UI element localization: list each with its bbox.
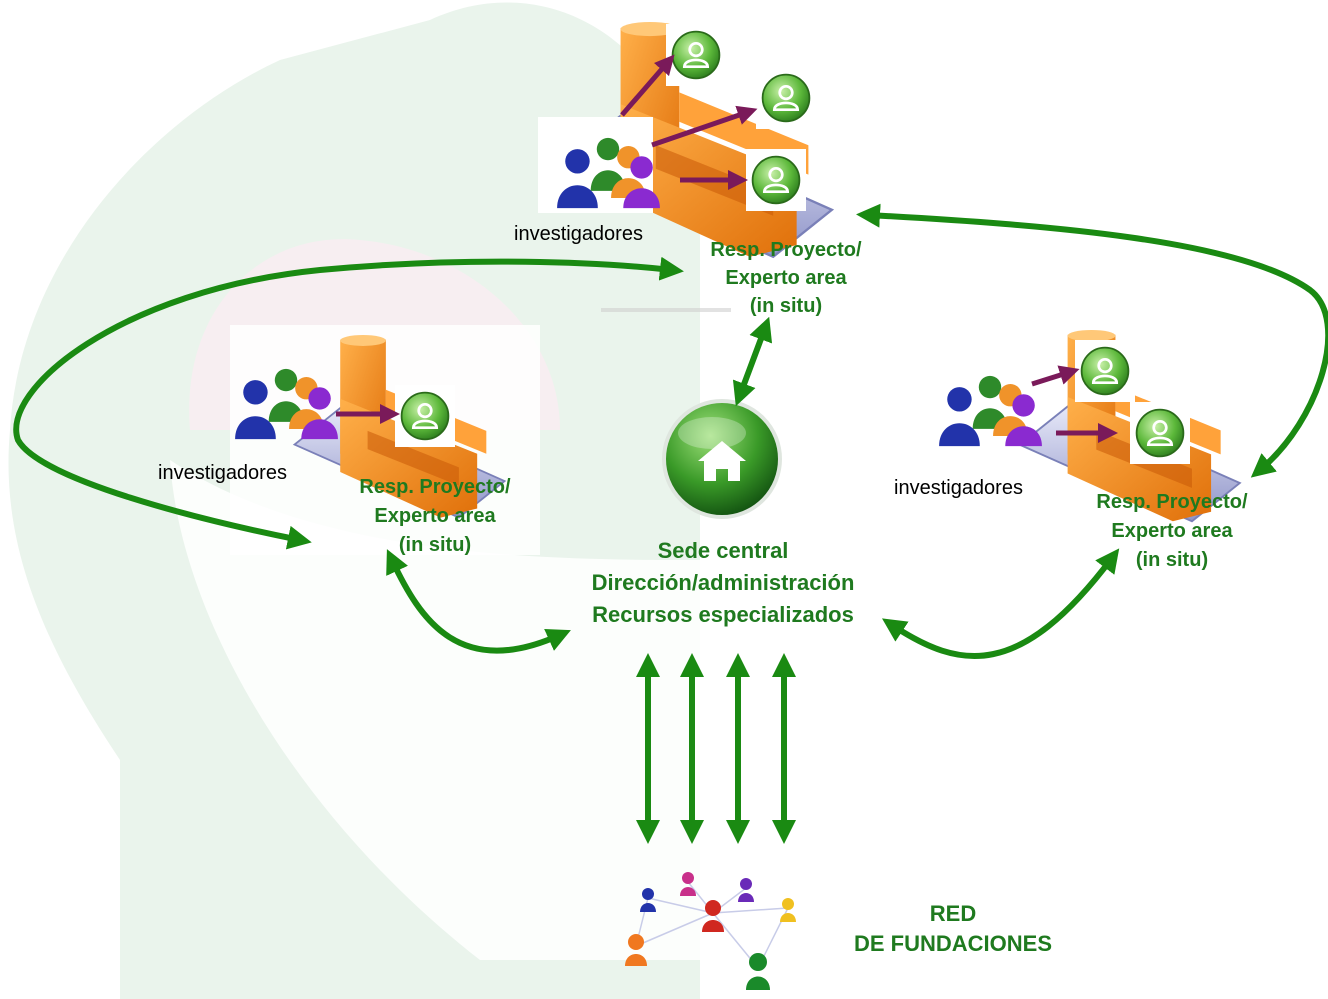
researchers-label: investigadores xyxy=(894,477,1023,499)
user-icon xyxy=(751,155,801,205)
home-icon xyxy=(662,399,782,519)
researchers-icon xyxy=(939,375,1042,447)
responsable-label-line1: Resp. Proyecto/ xyxy=(359,476,511,498)
site-left: investigadores Resp. Proyecto/ Experto a… xyxy=(158,325,550,565)
site-top: investigadores Resp. Proyecto/ Experto a… xyxy=(486,12,866,322)
responsable-label-line1: Resp. Proyecto/ xyxy=(1096,491,1248,513)
user-badge xyxy=(1130,402,1190,464)
responsable-label-line3: (in situ) xyxy=(749,295,823,317)
network-label-line2: DE FUNDACIONES xyxy=(853,931,1052,956)
user-icon xyxy=(671,30,721,80)
hq-label-line3: Recursos especializados xyxy=(592,602,854,627)
hq-label-line1: Sede central xyxy=(657,538,789,563)
user-icon xyxy=(1135,408,1185,458)
responsable-label-line2: Experto area xyxy=(1111,520,1233,542)
responsable-label-line3: (in situ) xyxy=(398,534,472,556)
researchers-label: investigadores xyxy=(158,462,287,484)
user-badge xyxy=(1075,340,1135,402)
researchers-icon xyxy=(557,137,660,209)
responsable-label-line2: Experto area xyxy=(374,505,496,527)
foundation-network: RED DE FUNDACIONES xyxy=(608,868,1088,996)
responsable-label-line2: Experto area xyxy=(725,267,847,289)
network-label-line1: RED xyxy=(929,901,977,926)
user-badge xyxy=(756,67,816,129)
user-badge xyxy=(666,24,726,86)
user-icon xyxy=(400,391,450,441)
user-icon xyxy=(761,73,811,123)
hq-label-line2: Dirección/administración xyxy=(591,570,855,595)
people-network-icon xyxy=(625,872,796,990)
researchers-label: investigadores xyxy=(514,223,643,245)
user-badge xyxy=(746,149,806,211)
central-hq: Sede central Dirección/administración Re… xyxy=(560,395,890,635)
responsable-label-line1: Resp. Proyecto/ xyxy=(710,239,862,261)
user-icon xyxy=(1080,346,1130,396)
researchers-icon xyxy=(235,368,338,440)
site-right: investigadores Resp. Proyecto/ Experto a… xyxy=(894,300,1260,580)
responsable-label-line3: (in situ) xyxy=(1135,549,1209,571)
user-badge xyxy=(395,385,455,447)
